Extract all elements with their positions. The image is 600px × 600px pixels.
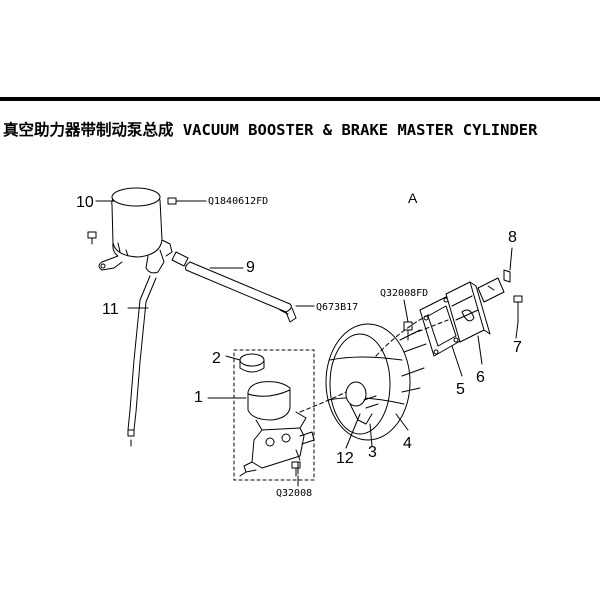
callout-8: 8: [508, 229, 517, 246]
callout-7: 7: [513, 339, 522, 356]
nut-icon: [291, 461, 301, 477]
reservoir-cap-part-2[interactable]: [239, 353, 265, 373]
assembly-boundary: [233, 349, 315, 481]
vacuum-booster-part-4[interactable]: [325, 323, 427, 441]
callout-12: 12: [336, 450, 354, 467]
nut-icon: [403, 321, 413, 341]
callout-9: 9: [246, 259, 255, 276]
vacuum-hose-part-9[interactable]: [171, 251, 297, 323]
callout-1: 1: [194, 389, 203, 406]
callout-2: 2: [212, 350, 221, 367]
part-code-bolt: Q1840612FD: [208, 196, 268, 207]
leader-lines: [95, 200, 519, 487]
callout-11: 11: [102, 301, 119, 318]
vacuum-tank-part-10[interactable]: [98, 187, 173, 274]
hose-part-11[interactable]: [127, 275, 157, 447]
bolt-icon: [167, 197, 201, 205]
screw-icon: [87, 231, 97, 245]
callout-10: 10: [76, 194, 94, 211]
master-cylinder-part-1[interactable]: [239, 381, 315, 477]
part-code-nut-cylinder: Q32008: [276, 488, 312, 499]
callout-3: 3: [368, 444, 377, 461]
header-rule: [0, 97, 600, 101]
mounting-plate-part-6[interactable]: [445, 281, 491, 343]
part-code-clamp: Q673B17: [316, 302, 358, 313]
view-label: A: [408, 190, 418, 206]
bracket-part-8[interactable]: [477, 269, 511, 303]
callout-labels: 10 9 11 2 1 12 3 4 5 6 7 8 A Q1840612FD …: [76, 190, 522, 499]
callout-4: 4: [403, 435, 412, 452]
part-code-nut-booster: Q32008FD: [380, 288, 428, 299]
callout-5: 5: [456, 381, 465, 398]
page-title: 真空助力器带制动泵总成 VACUUM BOOSTER & BRAKE MASTE…: [3, 121, 538, 139]
callout-6: 6: [476, 369, 485, 386]
bolt-part-7[interactable]: [513, 295, 523, 323]
